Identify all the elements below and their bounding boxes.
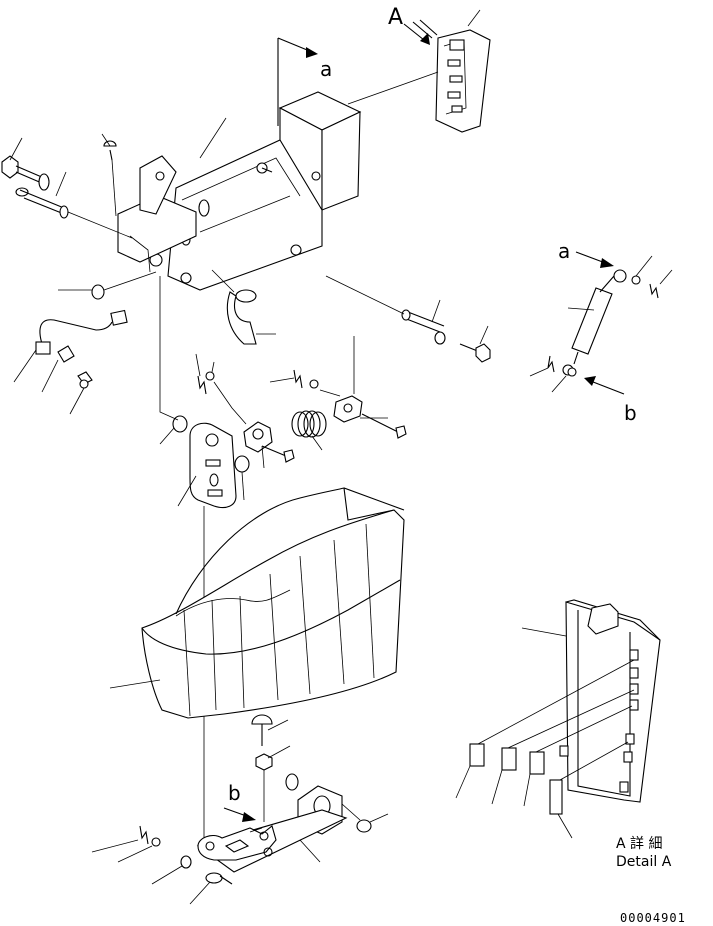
leader-line: [311, 435, 323, 451]
leader-line: [557, 813, 573, 839]
assembly-line: [159, 276, 179, 421]
leader-line: [117, 845, 153, 863]
washer-clip-set-right: [269, 369, 319, 389]
bushing-right-part: [234, 455, 250, 501]
leader-line: [211, 361, 215, 373]
lower-small-bushing: [151, 855, 192, 885]
control-box-part: [435, 9, 491, 133]
leader-line: [109, 679, 161, 689]
leader-line: [529, 367, 549, 377]
knob-bolt-part: [251, 714, 289, 746]
leader-line: [101, 133, 111, 147]
leader-line: [261, 445, 265, 469]
leader-line: [41, 359, 59, 393]
arrow-a-strut: a: [558, 239, 614, 268]
leader-line: [659, 269, 673, 285]
assembly-line: [213, 381, 247, 425]
leader-line: [551, 375, 567, 393]
leader-line: [347, 71, 439, 105]
switch-harness-part: [13, 309, 128, 415]
strut-washer-clip-upper: [631, 255, 673, 299]
leader-line: [479, 325, 489, 345]
leader-line: [535, 705, 633, 753]
view-a-arrowhead: [420, 33, 430, 45]
assembly-line: [319, 389, 341, 397]
leader-line: [67, 211, 133, 239]
detail-a-enclosure: [521, 599, 661, 803]
arrow-a-main: a: [277, 37, 332, 126]
washer-clip-set-left: [195, 353, 215, 395]
drawing-number: 00004901: [620, 911, 686, 925]
main-bracket-part: [117, 91, 362, 291]
leader-line: [467, 9, 481, 27]
leader-line: [269, 377, 295, 383]
hinge-bracket-part: [177, 422, 237, 509]
strut-washer-clip-lower: [529, 355, 577, 393]
leader-line: [103, 271, 157, 291]
arrow-b-strut-label: b: [624, 401, 637, 425]
lever-linkage-part: [197, 825, 277, 861]
spring-holder-part: [333, 395, 407, 439]
view-a-label: A: [388, 5, 403, 30]
detail-a-title-jp: A 詳 細: [616, 836, 662, 852]
pivot-pin-part: [15, 171, 69, 219]
spring-part: [291, 410, 327, 451]
leader-line: [567, 307, 595, 311]
left-bolt-part: [1, 137, 50, 191]
leader-line: [369, 813, 389, 823]
leader-line: [299, 839, 321, 863]
lower-pin-part: [189, 872, 233, 905]
screw-part: [101, 133, 117, 217]
terminal-slots: [559, 649, 639, 793]
leader-line: [189, 881, 211, 905]
leader-line: [211, 269, 235, 293]
sensor-connector-part: [58, 271, 157, 300]
lower-bushing-part: [285, 773, 299, 791]
leader-line: [177, 475, 197, 507]
leader-line: [9, 137, 23, 161]
leader-line: [635, 255, 653, 277]
leader-line: [521, 627, 567, 637]
leader-line: [159, 427, 175, 445]
detail-a-title-en: Detail A: [616, 854, 672, 870]
assembly-line: [341, 803, 361, 821]
leader-line: [267, 745, 291, 759]
rotary-sensor-part: [243, 421, 295, 469]
arrow-a-strut-label: a: [558, 239, 570, 263]
leader-line: [55, 171, 67, 197]
leader-line: [91, 839, 139, 853]
leader-line: [111, 159, 117, 217]
leader-line: [151, 865, 183, 885]
leader-line: [241, 471, 245, 501]
leader-line: [199, 117, 227, 159]
arrow-b-lower: b: [223, 781, 263, 833]
detail-a-relays: [455, 659, 635, 839]
leader-line: [477, 659, 635, 745]
leader-line: [455, 765, 471, 799]
console-cover-part: [109, 487, 405, 719]
leader-line: [523, 773, 531, 807]
leader-line: [195, 353, 201, 377]
leader-line: [507, 689, 635, 749]
arrow-b-lower-label: b: [228, 781, 241, 805]
arrow-b-strut: b: [584, 376, 637, 425]
leader-line: [267, 719, 289, 731]
clip-part: [211, 269, 276, 345]
arrow-a-main-label: a: [320, 57, 332, 81]
hinge-pin-part: [325, 275, 446, 345]
leader-line: [325, 275, 405, 315]
bushing-left-part: [159, 415, 188, 445]
gas-strut-part: [562, 269, 627, 376]
lower-washer-clip: [91, 825, 161, 863]
leader-line: [431, 299, 441, 323]
leader-line: [13, 349, 37, 383]
leader-line: [559, 741, 629, 781]
leader-line: [491, 769, 503, 805]
right-bolt-part: [459, 325, 491, 363]
view-a-marker: A: [388, 5, 438, 45]
leader-line: [69, 387, 85, 415]
nut-part: [255, 745, 291, 822]
end-cap-part: [356, 813, 389, 833]
